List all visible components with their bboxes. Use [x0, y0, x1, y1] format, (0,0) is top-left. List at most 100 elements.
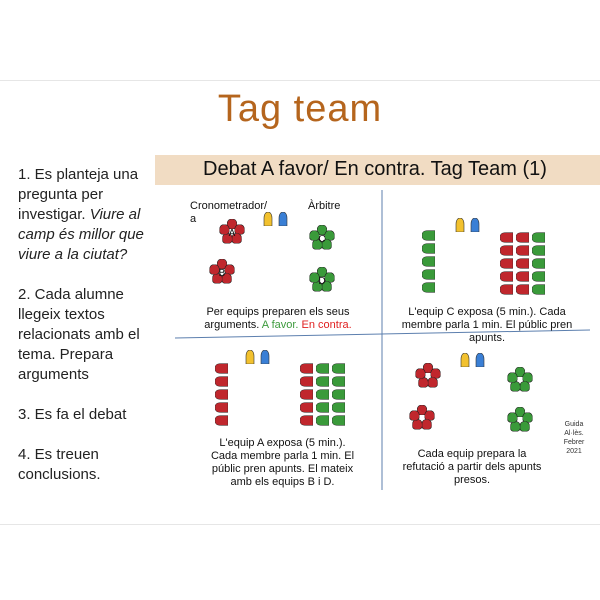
petal-icon — [522, 412, 533, 423]
q1-caption-favor: A favor. — [261, 319, 299, 331]
q2-speaker-chairs — [422, 230, 435, 293]
chair-icon — [516, 258, 529, 269]
q3-caption: L'equip A exposa (5 min.). Cada membre p… — [210, 437, 355, 488]
chair-icon — [300, 389, 313, 400]
chair-icon — [516, 284, 529, 295]
step-2: 2. Cada alumne llegeix textos relacionat… — [18, 286, 140, 383]
chair-icon — [332, 402, 345, 413]
step-4: 4. Es treuen conclusions. — [18, 446, 101, 483]
q3-yellow-person-icon — [245, 350, 255, 364]
petal-icon — [421, 419, 432, 430]
q2-people — [455, 218, 480, 232]
petal-icon — [510, 421, 521, 432]
author-credit: Guida Al·lès. Febrer 2021 — [563, 421, 585, 455]
chair-icon — [300, 402, 313, 413]
petal-icon — [224, 264, 235, 275]
petal-icon — [519, 381, 530, 392]
flower-q4-b — [409, 405, 435, 430]
chair-icon — [500, 271, 513, 282]
chair-icon — [300, 415, 313, 426]
flower-q4-a — [415, 363, 441, 388]
slide-title: Tag team — [217, 88, 383, 130]
chair-icon — [300, 376, 313, 387]
referee-person-icon — [278, 212, 288, 226]
flower-letter: B — [219, 268, 226, 279]
flower-q4-d — [507, 407, 533, 432]
horizontal-divider — [174, 329, 590, 339]
q2-audience-green — [532, 232, 545, 295]
q2-audience-red — [500, 232, 529, 295]
q3-speaker-chairs — [215, 363, 228, 426]
chair-icon — [316, 363, 329, 374]
q2-chairs — [422, 230, 545, 295]
chair-icon — [422, 256, 435, 267]
chair-icon — [215, 376, 228, 387]
flower-team-b: B — [209, 259, 235, 284]
chair-icon — [215, 415, 228, 426]
chair-icon — [422, 269, 435, 280]
q3-blue-person-icon — [260, 350, 270, 364]
q3-people — [245, 350, 270, 364]
q2-yellow-person-icon — [455, 218, 465, 232]
timekeeper-label: Cronometrador/ a — [190, 200, 268, 225]
petal-icon — [234, 224, 245, 235]
chair-icon — [316, 376, 329, 387]
petal-icon — [430, 368, 441, 379]
q4-blue-person-icon — [475, 353, 485, 367]
q2-blue-person-icon — [470, 218, 480, 232]
referee-label: Àrbitre — [308, 200, 341, 212]
chair-icon — [500, 258, 513, 269]
petal-icon — [409, 410, 420, 421]
chair-icon — [532, 245, 545, 256]
chair-icon — [316, 402, 329, 413]
quadrant-dividers — [174, 190, 590, 490]
chair-icon — [316, 415, 329, 426]
chair-icon — [332, 363, 345, 374]
chair-icon — [500, 284, 513, 295]
petal-icon — [427, 377, 438, 388]
slide — [0, 80, 600, 525]
chair-icon — [500, 245, 513, 256]
chair-icon — [532, 271, 545, 282]
chair-icon — [516, 271, 529, 282]
petal-icon — [324, 272, 335, 283]
step-1-text: 1. Es planteja una pregunta per investig… — [18, 166, 139, 223]
petal-icon — [418, 377, 429, 388]
chair-icon — [300, 363, 313, 374]
chair-icon — [532, 284, 545, 295]
step-1: 1. Es planteja una pregunta per investig… — [18, 165, 158, 265]
chair-icon — [215, 363, 228, 374]
chair-icon — [316, 389, 329, 400]
diagram-title: Debat A favor/ En contra. Tag Team (1) — [203, 158, 547, 180]
chair-icon — [500, 232, 513, 243]
petal-icon — [424, 410, 435, 421]
chair-icon — [332, 415, 345, 426]
flower-letter: D — [318, 276, 325, 287]
petal-icon — [510, 381, 521, 392]
q2-caption: L'equip C exposa (5 min.). Cada membre p… — [401, 306, 573, 344]
petal-icon — [519, 421, 530, 432]
step-3: 3. Es fa el debat — [18, 406, 127, 423]
flower-team-c: C — [309, 225, 335, 250]
chair-icon — [215, 389, 228, 400]
flower-team-a: A — [219, 219, 245, 244]
chair-icon — [422, 230, 435, 241]
chair-icon — [332, 389, 345, 400]
steps-list: 1. Es planteja una pregunta per investig… — [18, 165, 158, 505]
q3-audience-red — [300, 363, 313, 426]
petal-icon — [412, 419, 423, 430]
chair-icon — [422, 243, 435, 254]
chair-icon — [532, 232, 545, 243]
chair-icon — [215, 402, 228, 413]
q4-caption: Cada equip prepara la refutació a partir… — [402, 448, 542, 486]
chair-icon — [332, 376, 345, 387]
q3-audience-green — [316, 363, 345, 426]
q4-flowers — [409, 363, 533, 432]
q3-chairs — [215, 363, 345, 426]
petal-icon — [507, 412, 518, 423]
q1-caption: Per equips preparen els seus arguments. … — [188, 306, 368, 332]
q4-yellow-person-icon — [460, 353, 470, 367]
chair-icon — [516, 245, 529, 256]
q4-people — [460, 353, 485, 367]
step-1-question: Viure al camp és millor que viure a la c… — [18, 206, 144, 263]
